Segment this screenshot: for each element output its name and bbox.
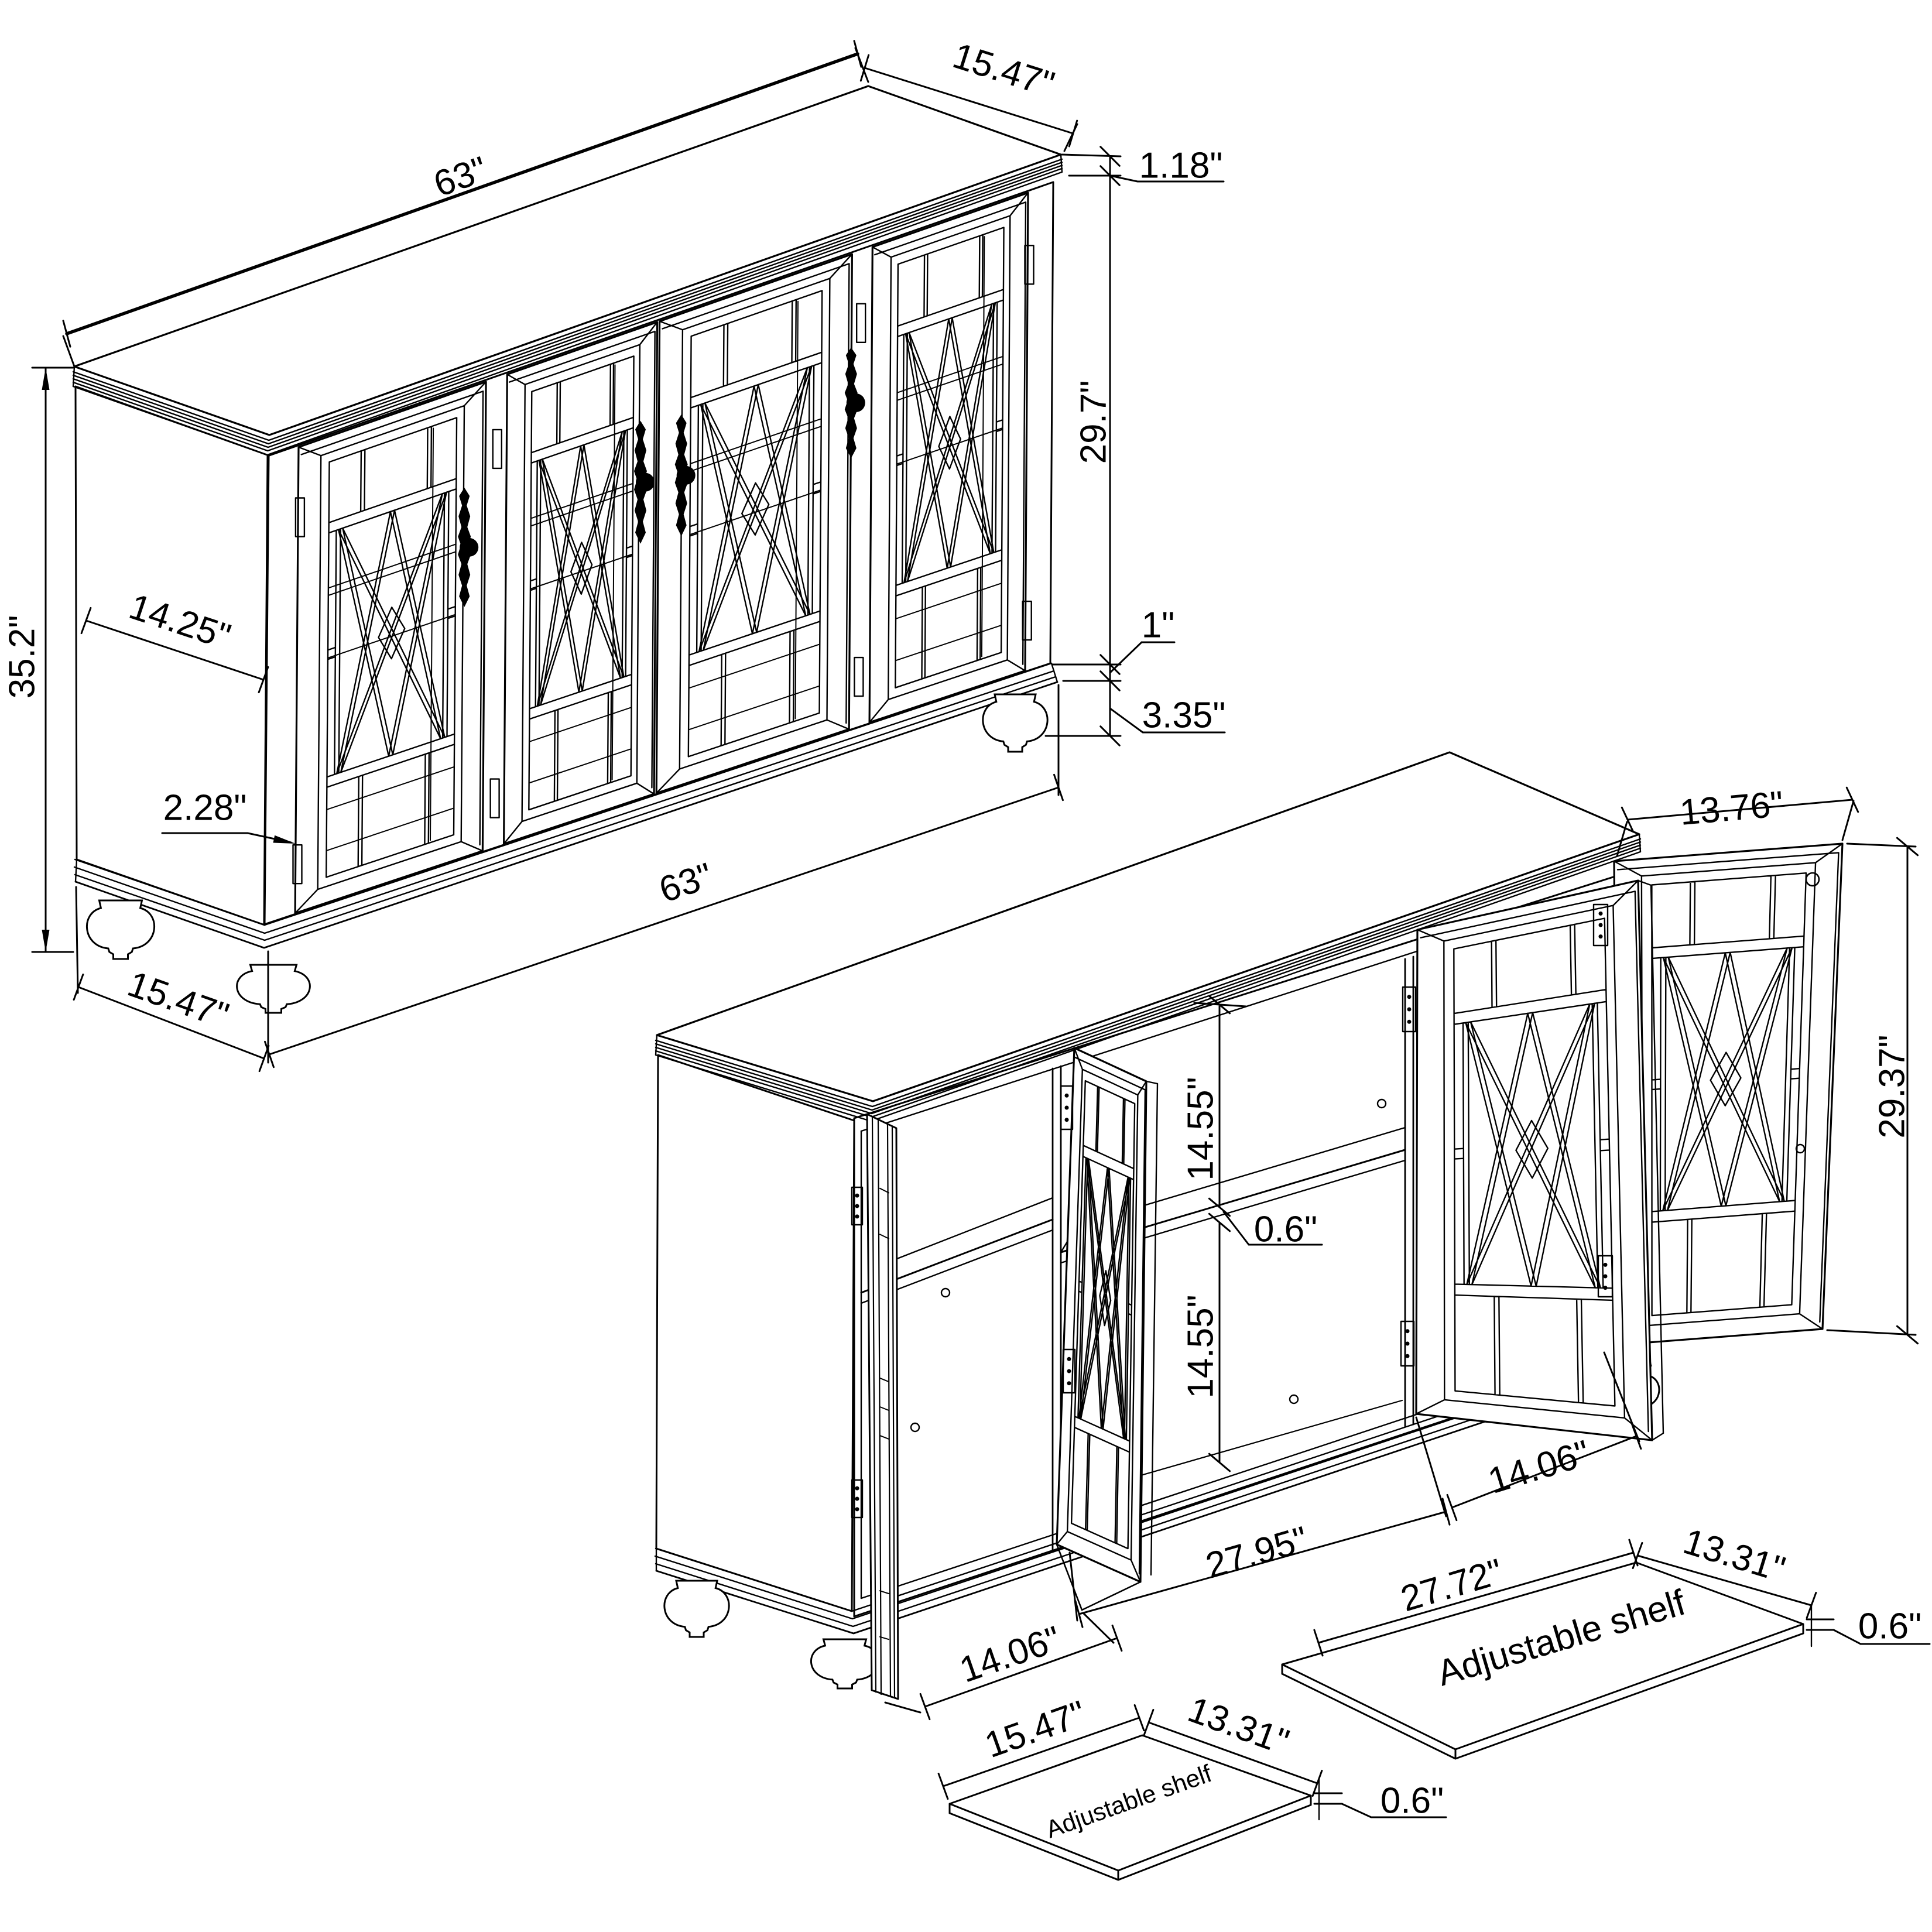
svg-text:0.6": 0.6" — [1254, 1209, 1317, 1249]
svg-text:2.28": 2.28" — [163, 787, 247, 828]
svg-text:29.7": 29.7" — [1073, 381, 1114, 464]
svg-text:35.2": 35.2" — [2, 615, 42, 699]
svg-text:14.55": 14.55" — [1180, 1294, 1221, 1398]
svg-text:0.6": 0.6" — [1858, 1606, 1921, 1646]
svg-text:1": 1" — [1142, 605, 1175, 645]
svg-text:1.18": 1.18" — [1139, 145, 1223, 186]
svg-text:3.35": 3.35" — [1142, 695, 1226, 735]
svg-text:29.37": 29.37" — [1872, 1034, 1912, 1138]
svg-text:13.76": 13.76" — [1678, 784, 1785, 833]
svg-text:14.55": 14.55" — [1180, 1077, 1221, 1180]
svg-text:0.6": 0.6" — [1381, 1780, 1444, 1821]
